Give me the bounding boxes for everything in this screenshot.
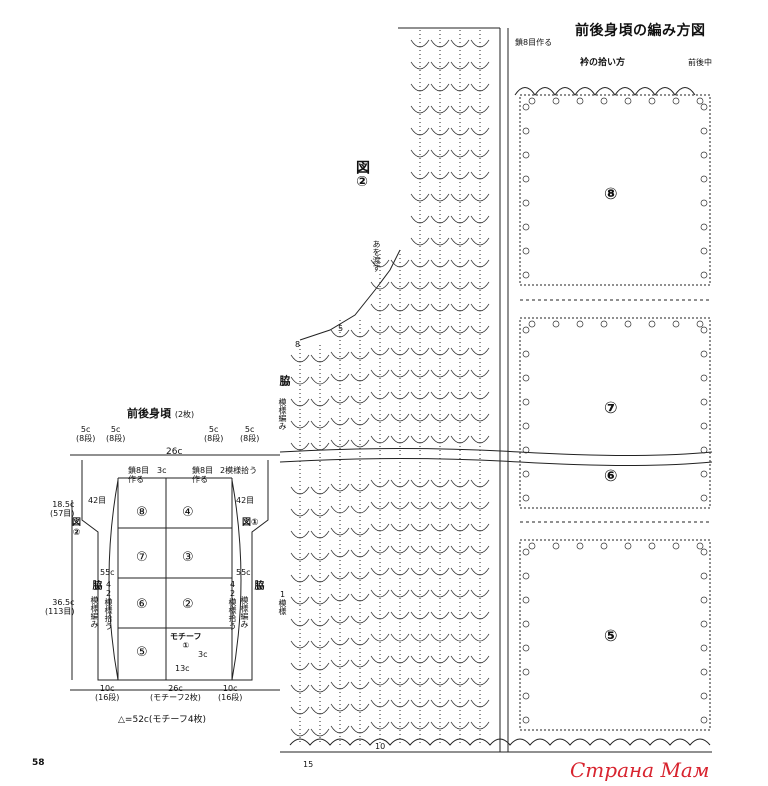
left-dim: 18.5c(57目)	[50, 500, 75, 518]
left-42: 42目	[88, 496, 107, 505]
right-42: 42目	[236, 496, 255, 505]
chain8-label: 鎖8目作る	[515, 38, 553, 47]
bottom-mid-dim: 26c(モチーフ2枚)	[150, 684, 201, 702]
label-3c-top: 3c	[157, 466, 167, 475]
chart-title: 前後身頃の編み方図	[575, 23, 706, 39]
grid-3: ③	[182, 550, 194, 565]
side-right-pattern: 模様編み	[240, 596, 249, 628]
triangle-note: △=52c(モチーフ4枚)	[118, 715, 207, 725]
height-dim: 36.5c(113目)	[45, 598, 75, 616]
page-number: 58	[32, 758, 45, 768]
side-left-pattern: 模様編み	[90, 596, 99, 628]
grid-6: ⑥	[136, 597, 148, 612]
top-dim-1: 5c(8段)	[76, 425, 96, 443]
collar-pickup-label: 衿の拾い方	[580, 58, 626, 68]
grid-7: ⑦	[136, 550, 148, 565]
motif-5: ⑤	[604, 626, 618, 645]
side-right-55c: 55c	[236, 568, 251, 577]
motif-7: ⑦	[604, 398, 618, 417]
watermark: Страна Мам	[570, 758, 710, 782]
side-label: 脇	[278, 375, 291, 386]
grid-8: ⑧	[136, 505, 148, 520]
label-13c: 13c	[175, 664, 190, 673]
top-dim-2: 5c(8段)	[106, 425, 126, 443]
motif-6: ⑥	[604, 466, 618, 485]
collar-right-label: 前後中	[688, 58, 712, 67]
right-figure: 図①	[242, 518, 259, 528]
top-dim-3: 5c(8段)	[204, 425, 224, 443]
side-pattern-label: 模様編み	[278, 398, 287, 430]
grid-2: ②	[182, 597, 194, 612]
chain8-left: 鎖8目 作る	[128, 466, 150, 484]
label-3c: 3c	[198, 650, 208, 659]
top-width: 26c	[166, 447, 183, 457]
num-15: 15	[303, 760, 314, 769]
a-label: あを渡す	[372, 240, 381, 272]
figure2-label: 図②	[354, 160, 370, 190]
side-left-label: 脇	[90, 580, 101, 590]
chain8-right: 鎖8目 作る	[192, 466, 214, 484]
grid-5: ⑤	[136, 645, 148, 660]
grid-4: ④	[182, 505, 194, 520]
motif-8: ⑧	[604, 184, 618, 203]
num-8: 8	[295, 340, 301, 349]
pattern1-label: 1模様	[278, 590, 287, 615]
bottom-right-dim: 10c(16段)	[218, 684, 243, 702]
bottom-left-dim: 10c(16段)	[95, 684, 120, 702]
grid-motif-1: モチーフ ①	[170, 632, 202, 650]
side-right-label: 脇	[252, 580, 263, 590]
num-10: 10	[375, 742, 386, 751]
side-left-pickup: 42模様拾う	[104, 580, 113, 630]
small-title: 前後身頃 (2枚)	[127, 407, 195, 420]
num-5: 5	[338, 324, 344, 333]
two-pattern-label: 2模様拾う	[220, 466, 258, 475]
side-left-55c: 55c	[100, 568, 115, 577]
side-right-pickup: 42模様拾う	[228, 580, 237, 630]
left-figure: 図 ②	[72, 518, 82, 538]
top-dim-4: 5c(8段)	[240, 425, 260, 443]
